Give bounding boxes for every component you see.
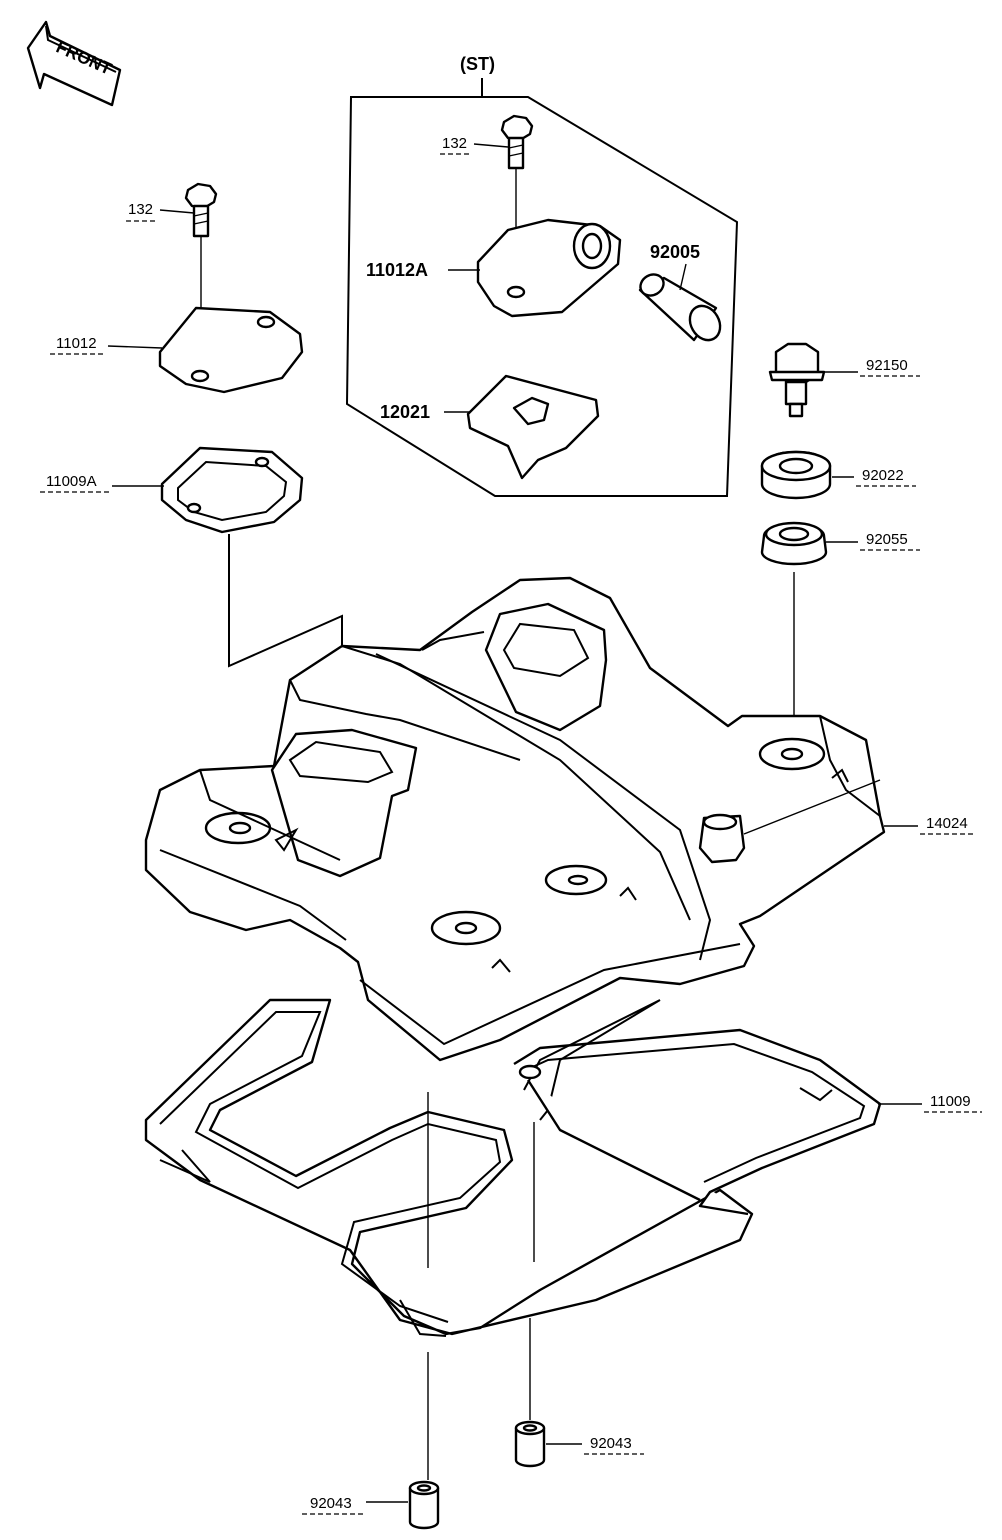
callout-92055-text: 92055	[866, 531, 908, 548]
hose-92005	[638, 273, 722, 342]
st-kit-label: (ST)	[460, 54, 495, 74]
callout-92005: 92005	[650, 242, 700, 291]
callout-12021: 12021	[380, 402, 470, 422]
callout-11009-text: 11009	[930, 1093, 971, 1110]
dowel-92043-left	[408, 1480, 440, 1530]
callout-92022-text: 92022	[862, 467, 904, 484]
callout-92043-right: 92043	[546, 1435, 644, 1455]
callout-92043-left-text: 92043	[310, 1495, 352, 1512]
callout-92150: 92150	[820, 357, 920, 377]
washer-92022	[760, 450, 832, 500]
cylinder-head-cover-14024	[144, 576, 886, 1062]
callout-132-top-text: 132	[442, 135, 467, 152]
gasket-11009-left	[144, 998, 754, 1337]
bolt-92150	[768, 342, 826, 418]
callout-92055: 92055	[826, 531, 920, 551]
grommet-92055	[760, 521, 828, 750]
cover-plate-11012	[158, 306, 304, 394]
callout-11012a: 11012A	[366, 260, 480, 280]
st-kit-outline: (ST)	[345, 54, 739, 497]
callout-11012: 11012	[50, 335, 163, 355]
callout-12021-text: 12021	[380, 402, 430, 422]
gasket-11009a	[160, 446, 304, 534]
callout-11012a-text: 11012A	[366, 260, 428, 280]
callout-11009a: 11009A	[40, 473, 164, 493]
callout-92022: 92022	[832, 467, 916, 487]
breather-cover-11012a	[476, 218, 622, 318]
callout-11012-text: 11012	[56, 335, 97, 352]
callout-132-top: 132	[440, 135, 509, 155]
gasket-11009-right	[513, 999, 882, 1216]
callout-132-left-text: 132	[128, 201, 153, 218]
callout-11009a-text: 11009A	[46, 473, 97, 490]
baffle-plate-12021	[466, 374, 600, 480]
callout-92150-text: 92150	[866, 357, 908, 374]
callout-132-left: 132	[126, 201, 195, 222]
callout-92005-text: 92005	[650, 242, 700, 262]
callout-11009: 11009	[878, 1093, 982, 1113]
callout-14024-text: 14024	[926, 815, 968, 832]
callout-92043-left: 92043	[302, 1495, 408, 1515]
front-arrow-icon: FRONT	[26, 20, 122, 107]
callout-14024: 14024	[743, 779, 976, 835]
callout-92043-right-text: 92043	[590, 1435, 632, 1452]
dowel-92043-right	[514, 1420, 546, 1468]
